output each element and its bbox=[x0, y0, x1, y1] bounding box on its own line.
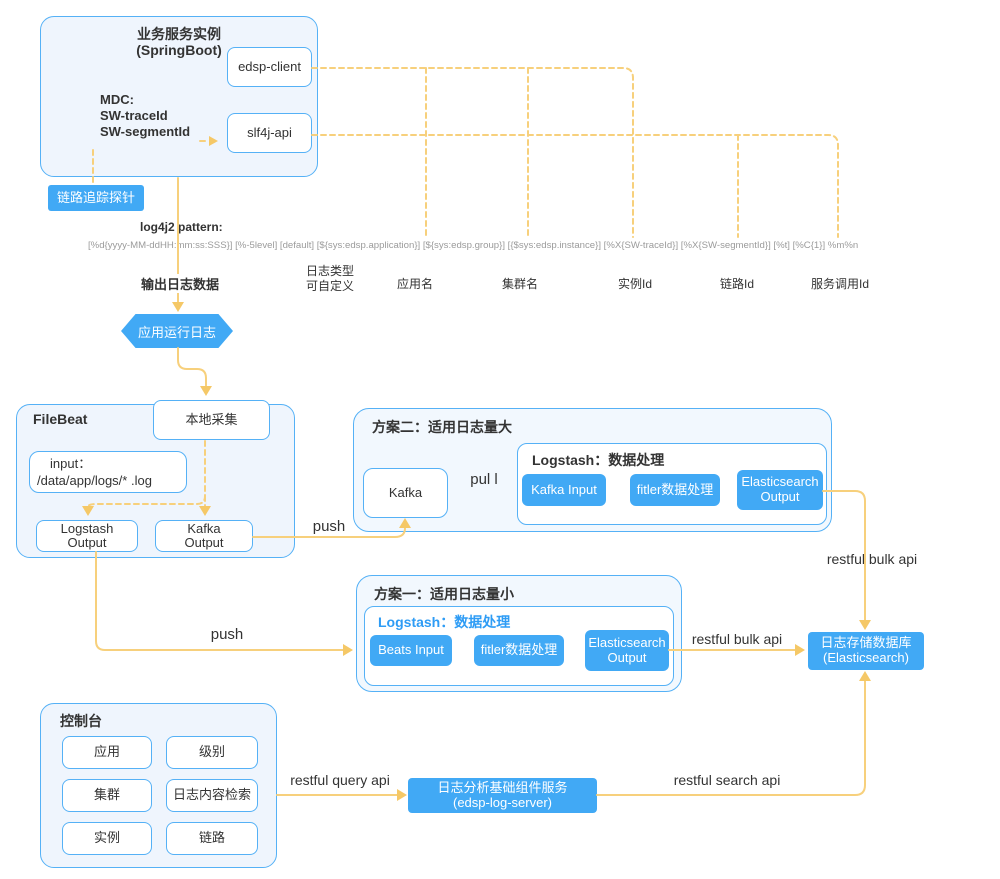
plan2-title: 方案二：适用日志量大 bbox=[372, 419, 512, 435]
annotation-cluster-name: 集群名 bbox=[501, 277, 539, 291]
springboot-title-line2: (SpringBoot) bbox=[136, 42, 222, 58]
edge-label-push-logstash: push bbox=[210, 626, 244, 643]
plan1-es-output-node: Elasticsearch Output bbox=[585, 630, 669, 671]
plan2-logstash-title: Logstash：数据处理 bbox=[532, 452, 665, 468]
plan1-filter-node: fitler数据处理 bbox=[474, 635, 564, 666]
console-item-log-search: 日志内容检索 bbox=[166, 779, 258, 812]
edge-edspclient-dashed-main bbox=[311, 67, 634, 238]
console-title: 控制台 bbox=[60, 713, 102, 729]
log4j2-pattern-title: log4j2 pattern: bbox=[140, 220, 223, 234]
log-server-node: 日志分析基础组件服务 (edsp-log-server) bbox=[408, 778, 597, 813]
console-item-instance: 实例 bbox=[62, 822, 152, 855]
annotation-trace-id: 链路Id bbox=[719, 277, 755, 291]
arrowhead-local-collect bbox=[200, 386, 212, 396]
arrowhead-logserver bbox=[397, 789, 407, 801]
local-collect-node: 本地采集 bbox=[153, 400, 270, 440]
logstash-output-node: Logstash Output bbox=[36, 520, 138, 552]
edge-label-push-kafka: push bbox=[312, 518, 346, 535]
trace-probe-badge: 链路追踪探针 bbox=[48, 185, 144, 211]
mdc-line2: SW-traceId bbox=[100, 108, 168, 123]
log-store-node: 日志存储数据库 (Elasticsearch) bbox=[808, 632, 924, 670]
log4j2-pattern-text: [%d{yyyy-MM-ddHH:mm:ss:SSS}] [%-5level] … bbox=[88, 240, 859, 251]
edge-label-pull: pul l bbox=[470, 471, 498, 488]
edge-slf4j-dashed-main bbox=[311, 134, 839, 238]
arrowhead-logstore-bottom bbox=[859, 671, 871, 681]
edge-hexagon-to-local-collect bbox=[177, 347, 207, 388]
annotation-output-log: 输出日志数据 bbox=[137, 274, 223, 293]
annotation-instance-id: 实例Id bbox=[617, 277, 653, 291]
mdc-line3: SW-segmentId bbox=[100, 124, 191, 139]
arrowhead-hexagon bbox=[172, 302, 184, 312]
plan2-kafka-node: Kafka bbox=[363, 468, 448, 518]
console-item-level: 级别 bbox=[166, 736, 258, 769]
app-run-log-hexagon: 应用运行日志 bbox=[121, 314, 233, 348]
console-item-trace: 链路 bbox=[166, 822, 258, 855]
edge-label-query-api: restful query api bbox=[290, 772, 390, 788]
mdc-line1: MDC: bbox=[100, 92, 134, 107]
plan2-filter-node: fitler数据处理 bbox=[630, 474, 720, 506]
filebeat-input-node: input： /data/app/logs/* .log bbox=[29, 451, 187, 493]
arrowhead-logstore-left bbox=[795, 644, 805, 656]
plan2-kafka-input-node: Kafka Input bbox=[522, 474, 606, 506]
slf4j-api-node: slf4j-api bbox=[227, 113, 312, 153]
edge-label-bulk-api-plan1: restful bulk api bbox=[691, 631, 783, 647]
annotation-service-call-id: 服务调用Id bbox=[810, 277, 870, 291]
plan1-title: 方案一：适用日志量小 bbox=[374, 586, 514, 602]
edge-label-search-api: restful search api bbox=[673, 772, 781, 788]
mdc-block: MDC: SW-traceId SW-segmentId bbox=[100, 92, 190, 140]
arrowhead-logstore-top bbox=[859, 620, 871, 630]
edsp-client-node: edsp-client bbox=[227, 47, 312, 87]
plan2-es-output-node: Elasticsearch Output bbox=[737, 470, 823, 510]
kafka-output-node: Kafka Output bbox=[155, 520, 253, 552]
springboot-title-line1: 业务服务实例 bbox=[137, 26, 221, 42]
console-item-app: 应用 bbox=[62, 736, 152, 769]
console-item-cluster: 集群 bbox=[62, 779, 152, 812]
arrowhead-plan1 bbox=[343, 644, 353, 656]
edge-label-bulk-api-plan2: restful bulk api bbox=[826, 551, 918, 567]
plan1-logstash-title: Logstash：数据处理 bbox=[378, 614, 511, 630]
annotation-app-name: 应用名 bbox=[396, 277, 434, 291]
filebeat-title: FileBeat bbox=[33, 411, 88, 427]
plan1-beats-input-node: Beats Input bbox=[370, 635, 452, 666]
annotation-log-type: 日志类型 可自定义 bbox=[305, 264, 355, 293]
